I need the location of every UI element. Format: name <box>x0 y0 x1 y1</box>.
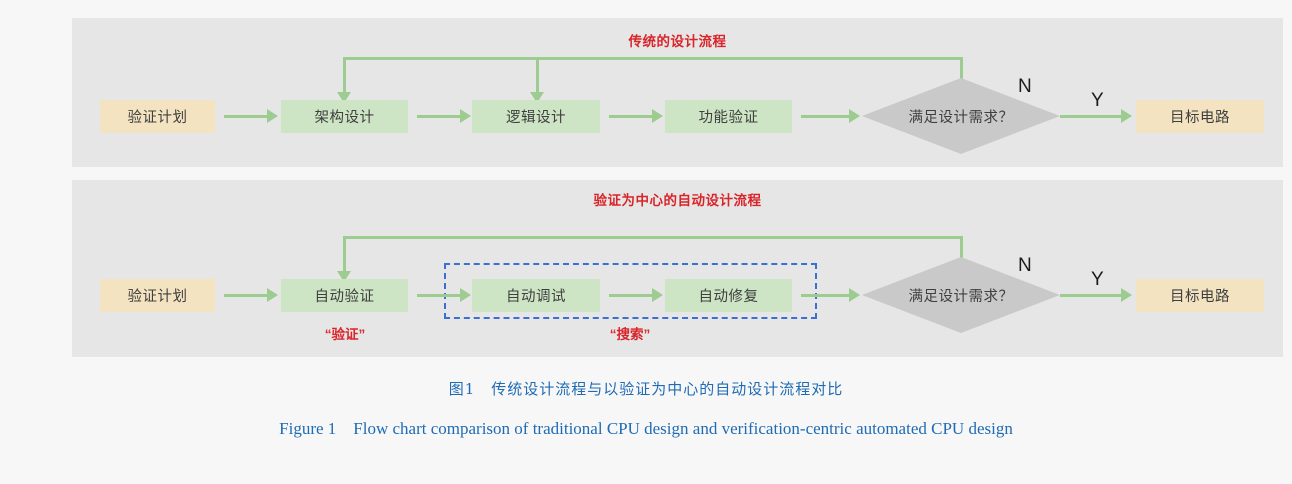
automated-arrow-4 <box>849 288 860 302</box>
panel-automated-flow: 验证为中心的自动设计流程 验证计划 自动验证 自动调试 自动修复 满足设计需求？… <box>72 180 1283 357</box>
traditional-node-end[interactable]: 目标电路 <box>1136 100 1264 133</box>
traditional-connector-5 <box>1060 115 1121 118</box>
automated-feedback-arrow-verify <box>337 271 351 282</box>
automated-annotation-search: “搜索” <box>609 327 651 342</box>
automated-connector-5 <box>1060 294 1121 297</box>
automated-connector-3 <box>609 294 652 297</box>
traditional-feedback-arrow-logic <box>530 92 544 103</box>
automated-annotation-verify: “验证” <box>324 327 366 342</box>
figure-caption-chinese: 图1 传统设计流程与以验证为中心的自动设计流程对比 <box>448 380 844 398</box>
figure-caption-english: Figure 1 Flow chart comparison of tradit… <box>279 419 1013 438</box>
traditional-decision-label: 满足设计需求？ <box>908 109 1014 126</box>
traditional-branch-yes: Y <box>1091 90 1104 111</box>
traditional-arrow-3 <box>652 109 663 123</box>
automated-arrow-3 <box>652 288 663 302</box>
panel-traditional-title: 传统的设计流程 <box>628 34 727 49</box>
automated-decision-label: 满足设计需求？ <box>908 288 1014 305</box>
panel-traditional-flow: 传统的设计流程 验证计划 架构设计 逻辑设计 功能验证 满足设计需求？ N Y <box>72 18 1283 167</box>
automated-node-step2[interactable]: 自动调试 <box>472 279 600 312</box>
automated-connector-1 <box>224 294 267 297</box>
automated-node-end[interactable]: 目标电路 <box>1136 279 1264 312</box>
automated-branch-yes: Y <box>1091 269 1104 290</box>
traditional-feedback-drop-logic <box>536 57 539 96</box>
automated-arrow-2 <box>460 288 471 302</box>
traditional-feedback-bus <box>343 57 963 60</box>
traditional-connector-3 <box>609 115 652 118</box>
traditional-node-step3[interactable]: 功能验证 <box>665 100 792 133</box>
automated-node-start[interactable]: 验证计划 <box>100 279 215 312</box>
traditional-connector-1 <box>224 115 267 118</box>
automated-branch-no: N <box>1018 255 1032 276</box>
automated-feedback-drop-verify <box>343 236 346 275</box>
traditional-feedback-drop-arch <box>343 57 346 96</box>
traditional-feedback-riser <box>960 57 963 82</box>
traditional-arrow-1 <box>267 109 278 123</box>
traditional-node-start[interactable]: 验证计划 <box>100 100 215 133</box>
traditional-branch-no: N <box>1018 76 1032 97</box>
automated-connector-2 <box>417 294 460 297</box>
automated-feedback-bus <box>343 236 963 239</box>
automated-feedback-riser <box>960 236 963 261</box>
traditional-connector-2 <box>417 115 460 118</box>
traditional-arrow-2 <box>460 109 471 123</box>
automated-node-step3[interactable]: 自动修复 <box>665 279 792 312</box>
automated-arrow-5 <box>1121 288 1132 302</box>
panel-automated-title: 验证为中心的自动设计流程 <box>593 193 762 208</box>
traditional-connector-4 <box>801 115 849 118</box>
automated-connector-4 <box>801 294 849 297</box>
traditional-node-step1[interactable]: 架构设计 <box>281 100 408 133</box>
automated-arrow-1 <box>267 288 278 302</box>
traditional-decision[interactable]: 满足设计需求？ <box>862 78 1060 154</box>
automated-search-group-box <box>444 263 817 319</box>
traditional-arrow-5 <box>1121 109 1132 123</box>
traditional-arrow-4 <box>849 109 860 123</box>
traditional-feedback-arrow-arch <box>337 92 351 103</box>
automated-decision[interactable]: 满足设计需求？ <box>862 257 1060 333</box>
traditional-node-step2[interactable]: 逻辑设计 <box>472 100 600 133</box>
automated-node-step1[interactable]: 自动验证 <box>281 279 408 312</box>
